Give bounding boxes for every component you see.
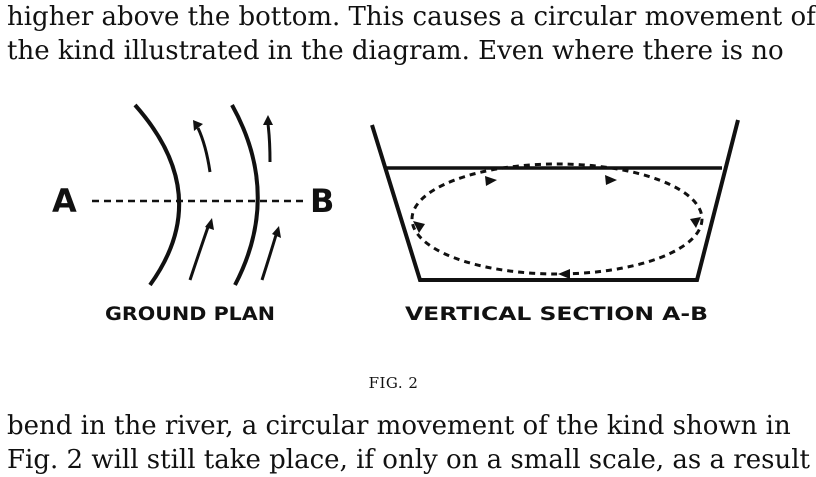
figure: A B GROUND PLAN VERTICAL SECTION A-B: [0, 100, 787, 345]
flow-arrow-upper: [196, 127, 212, 173]
arrowhead: [205, 218, 214, 230]
river-bank-right: [230, 104, 260, 286]
flow-arrow-lower-right: [260, 234, 278, 281]
vertical-section-caption: VERTICAL SECTION A-B: [405, 303, 708, 325]
text-line: the kind illustrated in the diagram. Eve…: [7, 36, 784, 66]
flow-arrow-lower: [188, 226, 210, 281]
channel-outline: [370, 119, 740, 282]
figure-drawing: A B GROUND PLAN VERTICAL SECTION A-B: [52, 103, 740, 325]
figure-caption: FIG. 2: [368, 374, 419, 392]
arrowhead: [193, 120, 203, 131]
label-a: A: [52, 182, 77, 220]
river-bank-left: [133, 103, 182, 287]
vertical-section: VERTICAL SECTION A-B: [370, 119, 740, 325]
circulation-loop: [410, 162, 704, 276]
label-b: B: [310, 182, 334, 220]
text-line: higher above the bottom. This causes a c…: [7, 2, 816, 32]
arrowhead: [605, 175, 617, 185]
arrowhead: [485, 176, 497, 186]
arrowhead: [413, 221, 425, 233]
ground-plan-caption: GROUND PLAN: [105, 303, 275, 325]
arrowhead: [272, 226, 281, 238]
arrowhead: [690, 217, 701, 228]
arrowhead: [558, 269, 570, 279]
text-line: bend in the river, a circular movement o…: [7, 411, 791, 441]
ground-plan: A B GROUND PLAN: [52, 103, 334, 325]
text-line: Fig. 2 will still take place, if only on…: [7, 445, 810, 475]
arrowhead: [263, 115, 273, 125]
text-top: higher above the bottom. This causes a c…: [7, 0, 816, 68]
flow-arrow-upper-right: [266, 123, 272, 163]
text-bottom: bend in the river, a circular movement o…: [7, 409, 810, 477]
